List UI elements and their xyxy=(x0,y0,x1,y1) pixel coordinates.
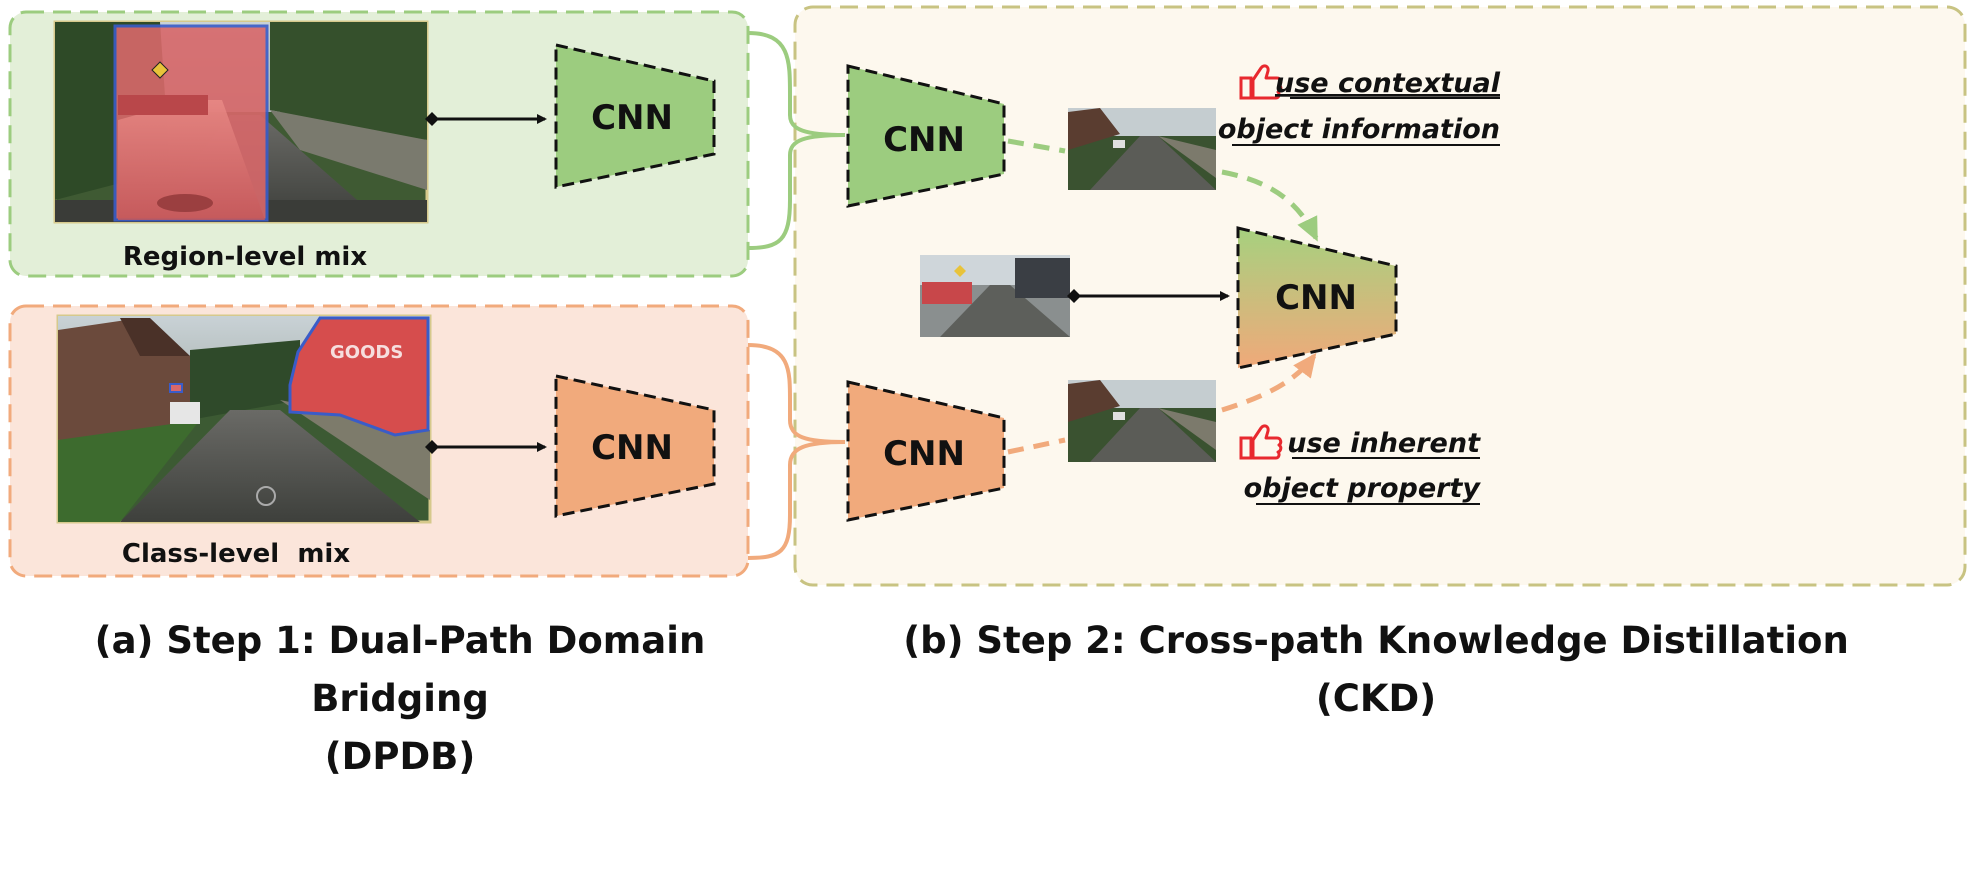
caption-ckd: (b) Step 2: Cross-path Knowledge Distill… xyxy=(770,612,1982,728)
svg-text:GOODS: GOODS xyxy=(330,342,403,363)
cnn-teacher-orange xyxy=(846,380,1006,522)
caption-dpdb-line2: (DPDB) xyxy=(324,735,476,778)
thumbs-up-icon xyxy=(1239,64,1283,100)
cnn-region-block xyxy=(554,43,716,189)
cnn-class-block xyxy=(554,374,716,518)
caption-ckd-line1: (b) Step 2: Cross-path Knowledge Distill… xyxy=(903,619,1849,662)
class-mix-label: Class-level mix xyxy=(122,539,350,569)
target-domain-image xyxy=(920,255,1070,337)
green-brace xyxy=(747,31,846,250)
cnn-student xyxy=(1236,226,1398,370)
caption-dpdb-line1: (a) Step 1: Dual-Path Domain Bridging xyxy=(94,619,706,720)
cnn-teacher-orange-label: CNN xyxy=(883,434,965,474)
cnn-class-label: CNN xyxy=(591,428,673,468)
green-distill-arrow xyxy=(1221,169,1319,242)
green-teacher-prediction-image xyxy=(1068,108,1216,190)
region-mix-label: Region-level mix xyxy=(123,242,367,272)
class-mix-image: GOODS xyxy=(56,314,432,524)
cnn-region-label: CNN xyxy=(591,98,673,138)
region-mix-image xyxy=(53,20,429,224)
green-teacher-output-line xyxy=(1007,138,1066,154)
caption-ckd-line2: (CKD) xyxy=(1315,677,1437,720)
orange-distill-arrow xyxy=(1221,352,1317,413)
caption-dpdb: (a) Step 1: Dual-Path Domain Bridging (D… xyxy=(0,612,800,786)
orange-teacher-prediction-image xyxy=(1068,380,1216,462)
orange-brace xyxy=(747,343,846,560)
cnn-teacher-green xyxy=(846,64,1006,208)
cnn-teacher-green-label: CNN xyxy=(883,120,965,160)
note-contextual-line2: object information xyxy=(1218,114,1500,145)
note-inherent-line1: use inherent xyxy=(1287,428,1481,459)
orange-teacher-output-line xyxy=(1007,437,1066,455)
thumbs-up-icon xyxy=(1239,424,1283,460)
cnn-student-label: CNN xyxy=(1275,278,1357,318)
note-contextual-line1: use contextual xyxy=(1275,68,1501,99)
note-inherent-line2: object property xyxy=(1244,473,1482,504)
